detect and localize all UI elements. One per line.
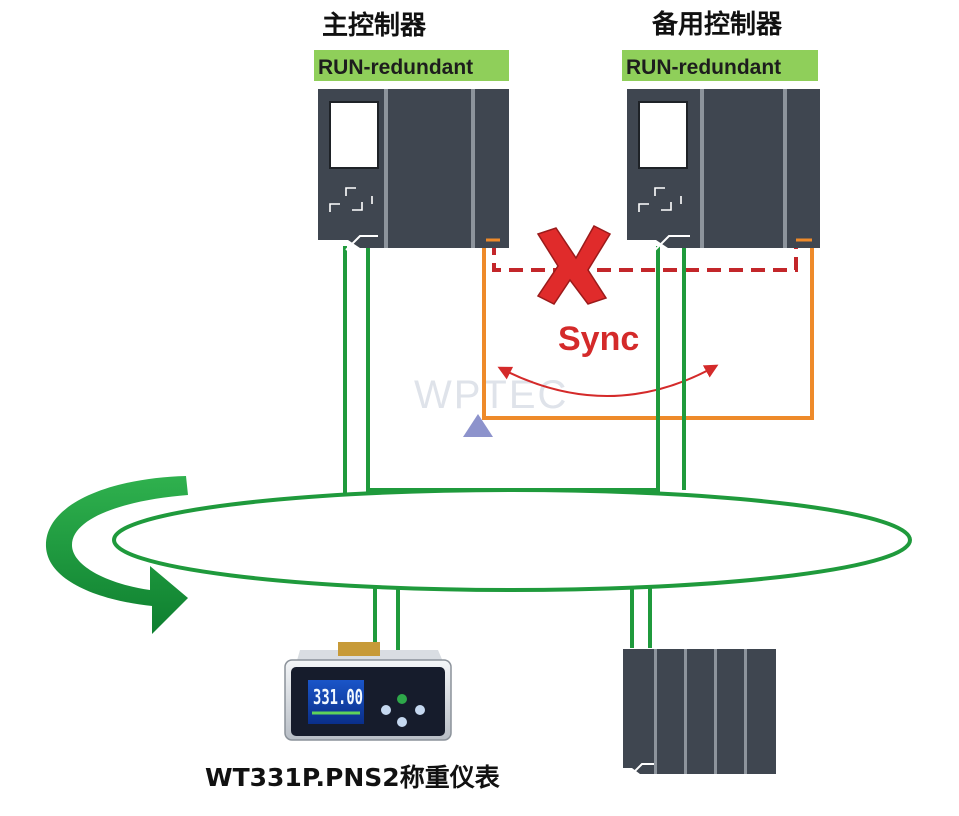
- broken-link-x-icon: [536, 225, 612, 305]
- indicator-display-value: 331.00: [313, 685, 363, 709]
- indicator-right-button: [415, 705, 425, 715]
- primary-controller: 主控制器 RUN-redundant: [314, 11, 509, 251]
- primary-status-badge: [314, 50, 509, 81]
- backup-status-text: RUN-redundant: [626, 56, 781, 79]
- indicator-down-button: [397, 717, 407, 727]
- indicator-green-button: [397, 694, 407, 704]
- primary-network-links: [343, 240, 686, 493]
- backup-controller: 备用控制器 RUN-redundant: [622, 10, 820, 251]
- watermark-text: WPTEC: [414, 373, 568, 417]
- primary-controller-body: [318, 89, 509, 251]
- failed-link-line: [492, 241, 798, 272]
- sync-link-line: [482, 241, 814, 420]
- sync-arrow: [497, 364, 719, 397]
- weighing-indicator: 331.00: [284, 642, 452, 741]
- indicator-caption: WT331P.PNS2称重仪表: [205, 763, 501, 792]
- backup-controller-body: [627, 89, 820, 251]
- rotation-arrow-icon: [45, 476, 188, 634]
- triangle-marker-icon: [463, 414, 493, 437]
- sync-label: Sync: [558, 320, 639, 358]
- primary-title: 主控制器: [322, 11, 427, 41]
- backup-status-badge: [622, 50, 818, 81]
- primary-status-text: RUN-redundant: [318, 56, 473, 79]
- ring-network: [112, 488, 912, 592]
- io-module-rack: [623, 649, 776, 777]
- indicator-left-button: [381, 705, 391, 715]
- backup-title: 备用控制器: [651, 10, 783, 40]
- device-network-links: [373, 585, 652, 650]
- indicator-lcd: [308, 680, 364, 724]
